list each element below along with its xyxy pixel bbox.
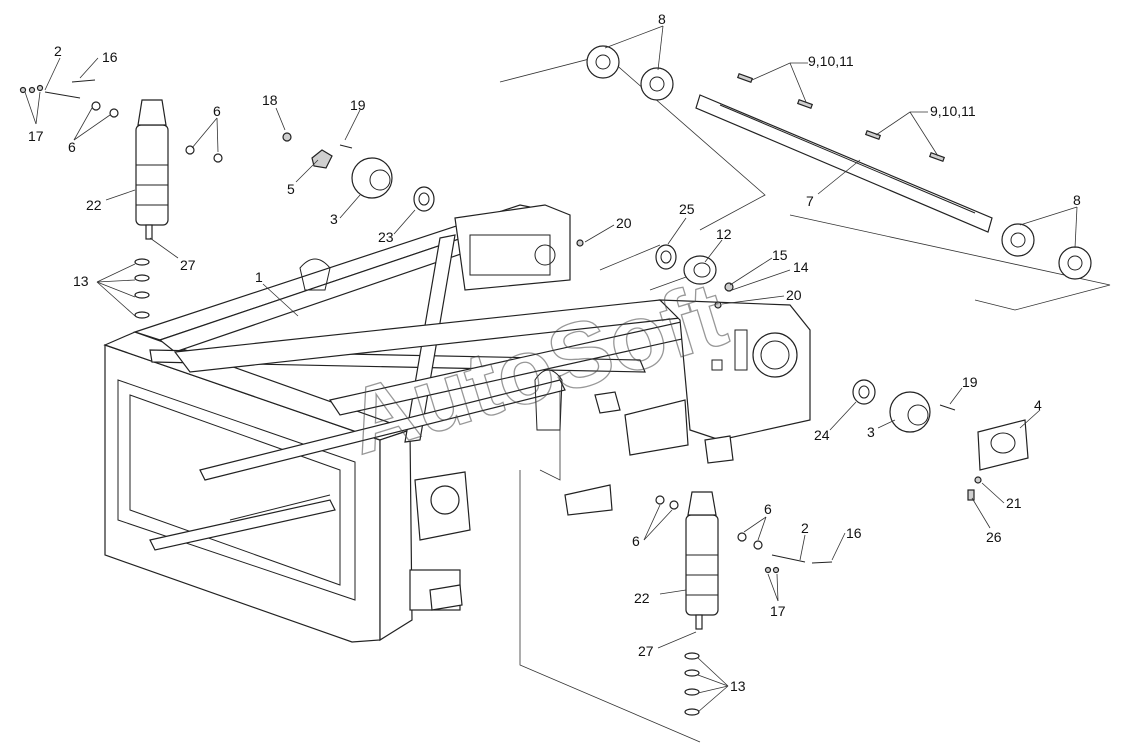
flange-12 [683, 255, 717, 285]
callout-3-lower: 3 [867, 424, 875, 440]
callout-2-lower: 2 [801, 520, 809, 536]
callout-8-bottom: 8 [1073, 192, 1081, 208]
callout-22-upper: 22 [86, 197, 102, 213]
callout-26: 26 [986, 529, 1002, 545]
cylinder-lower-right [655, 491, 833, 716]
callout-3-upper: 3 [330, 211, 338, 227]
callout-4: 4 [1034, 397, 1042, 413]
sprocket-top-right [640, 67, 674, 101]
shaft-keys [736, 72, 946, 163]
star-washer-5 [311, 149, 333, 169]
callout-14: 14 [793, 259, 809, 275]
main-frame [103, 204, 811, 643]
callout-22-lower: 22 [634, 590, 650, 606]
bearing-25 [655, 244, 677, 270]
callout-20-lower: 20 [786, 287, 802, 303]
callout-25: 25 [679, 201, 695, 217]
callout-9-10-11-lower: 9,10,11 [930, 103, 976, 119]
callout-6-right: 6 [213, 103, 221, 119]
callout-17-upper: 17 [28, 128, 44, 144]
cylinder-upper-left [19, 79, 223, 319]
fasteners [282, 132, 982, 501]
callout-5: 5 [287, 181, 295, 197]
callout-leaders [24, 25, 1078, 713]
bearing-23 [413, 186, 435, 212]
callout-13-lower: 13 [730, 678, 746, 694]
callout-8-top: 8 [658, 11, 666, 27]
callout-labels: 1 2 2 3 3 4 5 6 6 6 6 7 8 8 9,10,11 9,10… [28, 11, 1081, 694]
callout-6-left: 6 [68, 139, 76, 155]
callout-24: 24 [814, 427, 830, 443]
bearing-housing-upper [351, 157, 393, 199]
callout-19-lower: 19 [962, 374, 978, 390]
callout-12: 12 [716, 226, 732, 242]
callout-9-10-11-upper: 9,10,11 [808, 53, 854, 69]
callout-27-upper: 27 [180, 257, 196, 273]
callout-16-lower: 16 [846, 525, 862, 541]
callout-19-upper: 19 [350, 97, 366, 113]
bearing-24 [852, 379, 876, 405]
callout-17-lower: 17 [770, 603, 786, 619]
callout-23: 23 [378, 229, 394, 245]
sprocket-bottom-right [1058, 246, 1092, 280]
callout-1: 1 [255, 269, 263, 285]
callout-6-lower-right: 6 [764, 501, 772, 517]
callout-6-lower-left: 6 [632, 533, 640, 549]
callout-16-upper: 16 [102, 49, 118, 65]
callout-2-upper: 2 [54, 43, 62, 59]
drive-shaft [695, 94, 993, 233]
sprocket-top-left [586, 45, 620, 79]
assembly-guide-lines [499, 54, 1111, 743]
callout-7: 7 [806, 193, 814, 209]
callout-18: 18 [262, 92, 278, 108]
bearing-housing-lower [889, 391, 931, 433]
sprocket-bottom-left [1001, 223, 1035, 257]
callout-20-upper: 20 [616, 215, 632, 231]
callout-27-lower: 27 [638, 643, 654, 659]
callout-15: 15 [772, 247, 788, 263]
cover-4 [977, 419, 1029, 471]
callout-13-upper: 13 [73, 273, 89, 289]
callout-21: 21 [1006, 495, 1022, 511]
